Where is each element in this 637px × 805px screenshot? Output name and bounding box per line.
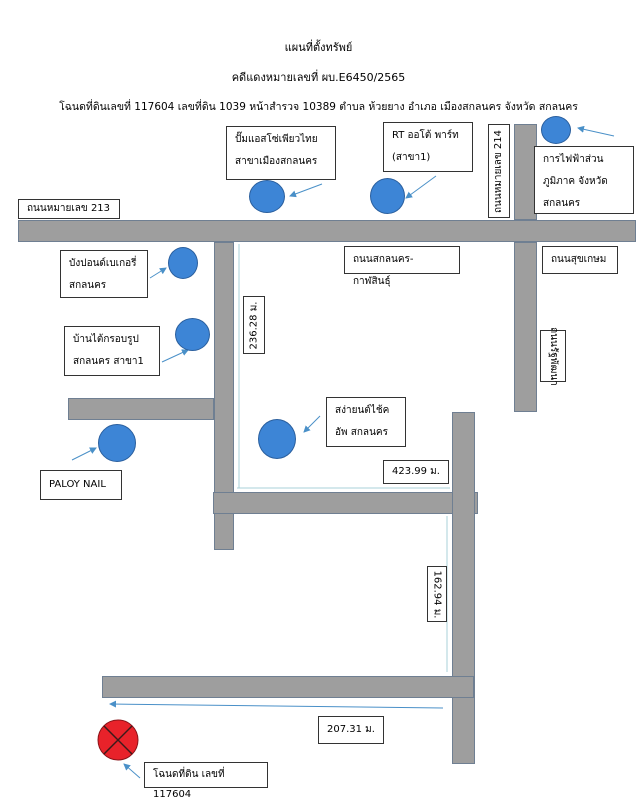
arrow-rt [405,175,437,199]
distance-line-207 [109,700,444,709]
pin-chevrolet-icon [258,419,296,459]
label-furniture: บ้านไต้กรอบรูป สกลนคร สาขา1 [64,326,160,376]
label-property: โฉนดที่ดิน เลขที่ 117604 [144,762,268,800]
deed-info: โฉนดที่ดินเลขที่ 117604 เลขที่ดิน 1039 ห… [59,101,578,113]
label-rt: RT ออโต้ พาร์ท (สาขา1) [383,122,473,172]
road-label-sakon-kalasin: ถนนสกลนคร-กาฬสินธุ์ [344,246,460,287]
road-main-horizontal [18,220,636,242]
pin-bakery-icon [168,247,198,279]
road-west-stub [68,398,214,420]
distance-label-163: 162.94 ม. [427,566,447,622]
arrow-ptt [289,183,323,198]
arrow-bakery [149,267,167,279]
road-label-sukkasem: ถนนสุขเกษม [542,246,618,274]
arrow-paloy [71,447,97,461]
case-number: คดีแดงหมายเลขที่ ผบ.E6450/2565 [231,71,406,84]
arrow-property [123,763,141,779]
pin-ptt-icon [249,180,285,213]
distance-label-236: 236.28 ม. [243,296,265,354]
label-chevrolet: สง่ายนต์ไช้ค อัพ สกลนคร [326,397,406,447]
label-pea: การไฟฟ้าส่วนภูมิภาค จังหวัดสกลนคร [534,146,634,214]
arrow-chevrolet [303,415,321,433]
map-title: แผนที่ตั้งทรัพย์ [284,41,353,54]
road-label-213: ถนนหมายเลข 213 [18,199,120,219]
arrow-pea [577,125,615,137]
label-bakery: บังปอนด์เบเกอรี่ สกลนคร [60,250,148,298]
pin-pea-icon [541,116,571,144]
road-side-vertical [214,242,234,550]
road-bottom-horizontal [102,676,474,698]
label-paloy: PALOY NAIL [40,470,122,500]
road-label-ratpattana: ถนนรัฐพัฒนา [540,327,566,385]
road-label-214: ถนนหมายเลข 214 [488,124,510,218]
distance-label-207: 207.31 ม. [318,716,384,744]
pin-rt-icon [370,178,405,214]
road-214-lower [514,242,537,412]
pin-paloy-icon [98,424,136,462]
arrow-furniture [161,349,189,363]
label-ptt: ปั๊มแอสโซ่เพียวไทย สาขาเมืองสกลนคร [226,126,336,180]
pin-furniture-icon [175,318,210,351]
road-middle-horizontal [213,492,478,514]
property-marker-icon [97,719,139,761]
distance-label-424: 423.99 ม. [383,460,449,484]
